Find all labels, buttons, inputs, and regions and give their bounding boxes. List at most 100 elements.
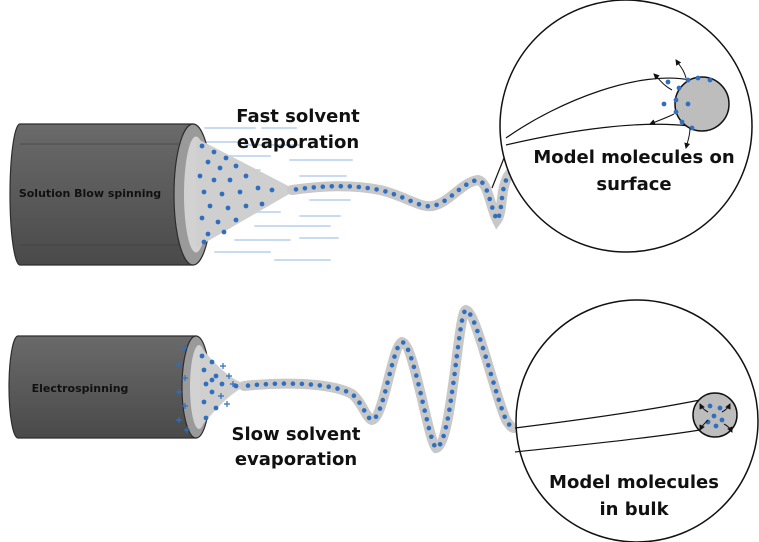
molecule-dot <box>272 381 278 387</box>
molecule-dot <box>451 380 456 386</box>
molecule-dot <box>373 414 379 420</box>
molecule-dot <box>385 380 390 386</box>
molecule-dot <box>420 399 425 405</box>
molecule-dot <box>432 442 437 448</box>
zoom-label-top-line2: surface <box>596 174 671 195</box>
molecule-dot <box>454 353 460 359</box>
molecule-dot <box>458 327 463 332</box>
molecule-dot <box>468 312 473 317</box>
molecule-dot <box>486 363 491 368</box>
molecule-dot <box>449 389 455 395</box>
molecule-dot <box>490 205 495 210</box>
molecule-dot <box>347 184 353 189</box>
molecule-dot <box>424 417 430 422</box>
molecule-dot <box>452 371 457 377</box>
zoom-label-top-line1: Model molecules on <box>533 147 734 168</box>
molecule-dot <box>426 425 432 431</box>
process-label-slow-line2: evaporation <box>235 449 357 470</box>
process-label-slow-line1: Slow solvent <box>231 424 360 445</box>
molecule-dot <box>443 425 449 430</box>
gas-flow-lines <box>204 127 353 261</box>
molecule-dot <box>400 340 406 345</box>
molecule-dot <box>441 433 446 439</box>
molecule-dot <box>499 406 504 411</box>
zoom-label-bottom-line1: Model molecules <box>549 472 719 493</box>
molecule-dot <box>493 388 499 394</box>
molecule-dot <box>392 354 397 359</box>
molecule-dot <box>499 195 505 201</box>
taylor-cone-bottom <box>200 346 248 428</box>
molecule-dot <box>317 383 323 388</box>
molecule-dot <box>442 198 447 204</box>
molecule-dot <box>493 213 498 219</box>
molecule-dot <box>478 337 483 342</box>
molecule-dot <box>503 178 509 183</box>
cylinder-label-electrospinning: Electrospinning <box>32 382 129 395</box>
zoom-callout-bottom: Model molecules in bulk <box>514 299 759 542</box>
molecule-dot <box>380 397 386 403</box>
molecule-dots-fiber-bottom <box>245 309 512 448</box>
molecule-dot <box>343 389 349 394</box>
molecule-dot <box>416 382 421 387</box>
molecule-dot <box>361 408 367 413</box>
molecule-dot <box>456 187 462 193</box>
molecule-dot <box>459 318 465 323</box>
molecule-dot <box>484 188 490 193</box>
molecule-dot <box>487 196 493 202</box>
solution-blow-spinning-cylinder: Solution Blow spinning <box>9 123 213 266</box>
molecule-dot <box>391 191 397 197</box>
molecule-dot <box>377 406 383 411</box>
molecule-dot <box>472 178 477 184</box>
molecule-dot <box>429 434 434 440</box>
molecule-dot <box>308 382 314 387</box>
molecule-dot <box>445 416 451 421</box>
molecule-dot <box>434 202 439 208</box>
molecule-dot <box>475 328 480 334</box>
molecule-dot <box>455 344 461 350</box>
molecule-dots-fiber-top <box>293 163 519 219</box>
molecule-dot <box>351 393 357 399</box>
cylinder-label-solution-blow: Solution Blow spinning <box>19 187 161 200</box>
molecule-dot <box>389 362 395 368</box>
molecule-dot <box>453 362 459 368</box>
molecule-dot <box>447 407 452 413</box>
molecule-dot <box>496 213 502 219</box>
zoom-label-bottom-line2: in bulk <box>599 499 669 520</box>
molecule-dot <box>383 389 388 394</box>
molecule-dot <box>425 203 431 209</box>
fiber-jet-top <box>287 158 523 230</box>
molecule-dot <box>480 180 485 185</box>
molecule-dot <box>448 398 454 404</box>
molecule-dot <box>245 383 251 388</box>
molecule-dot <box>456 336 462 341</box>
molecule-dot <box>502 414 508 420</box>
molecule-dots-cone-top <box>197 143 275 245</box>
taylor-cone-top <box>196 138 296 248</box>
process-label-fast-line1: Fast solvent <box>236 106 360 127</box>
molecule-dot <box>374 187 379 192</box>
molecule-dot <box>437 442 443 447</box>
molecule-dots-cone-bottom <box>199 353 239 421</box>
molecule-dot <box>365 185 371 191</box>
molecule-dot <box>480 345 486 351</box>
molecule-dot <box>501 186 506 192</box>
molecule-dot <box>263 381 269 387</box>
molecule-dot <box>335 386 340 391</box>
molecule-dot <box>299 381 305 387</box>
molecule-dot <box>464 182 469 187</box>
zoom-callout-top: Model molecules on surface <box>491 0 753 253</box>
molecule-dot <box>281 381 287 386</box>
molecule-dot <box>293 187 299 192</box>
molecule-dot <box>356 184 362 190</box>
molecule-dot <box>302 186 308 191</box>
molecule-dot <box>408 198 413 204</box>
molecule-dot <box>422 408 428 413</box>
molecule-dot <box>449 193 455 198</box>
molecule-dot <box>329 184 335 189</box>
molecule-dot <box>383 189 388 194</box>
molecule-dot <box>311 185 317 190</box>
molecule-dot <box>320 184 326 189</box>
molecule-dot <box>405 347 411 353</box>
molecule-dot <box>496 397 502 403</box>
molecule-dot <box>326 384 332 390</box>
